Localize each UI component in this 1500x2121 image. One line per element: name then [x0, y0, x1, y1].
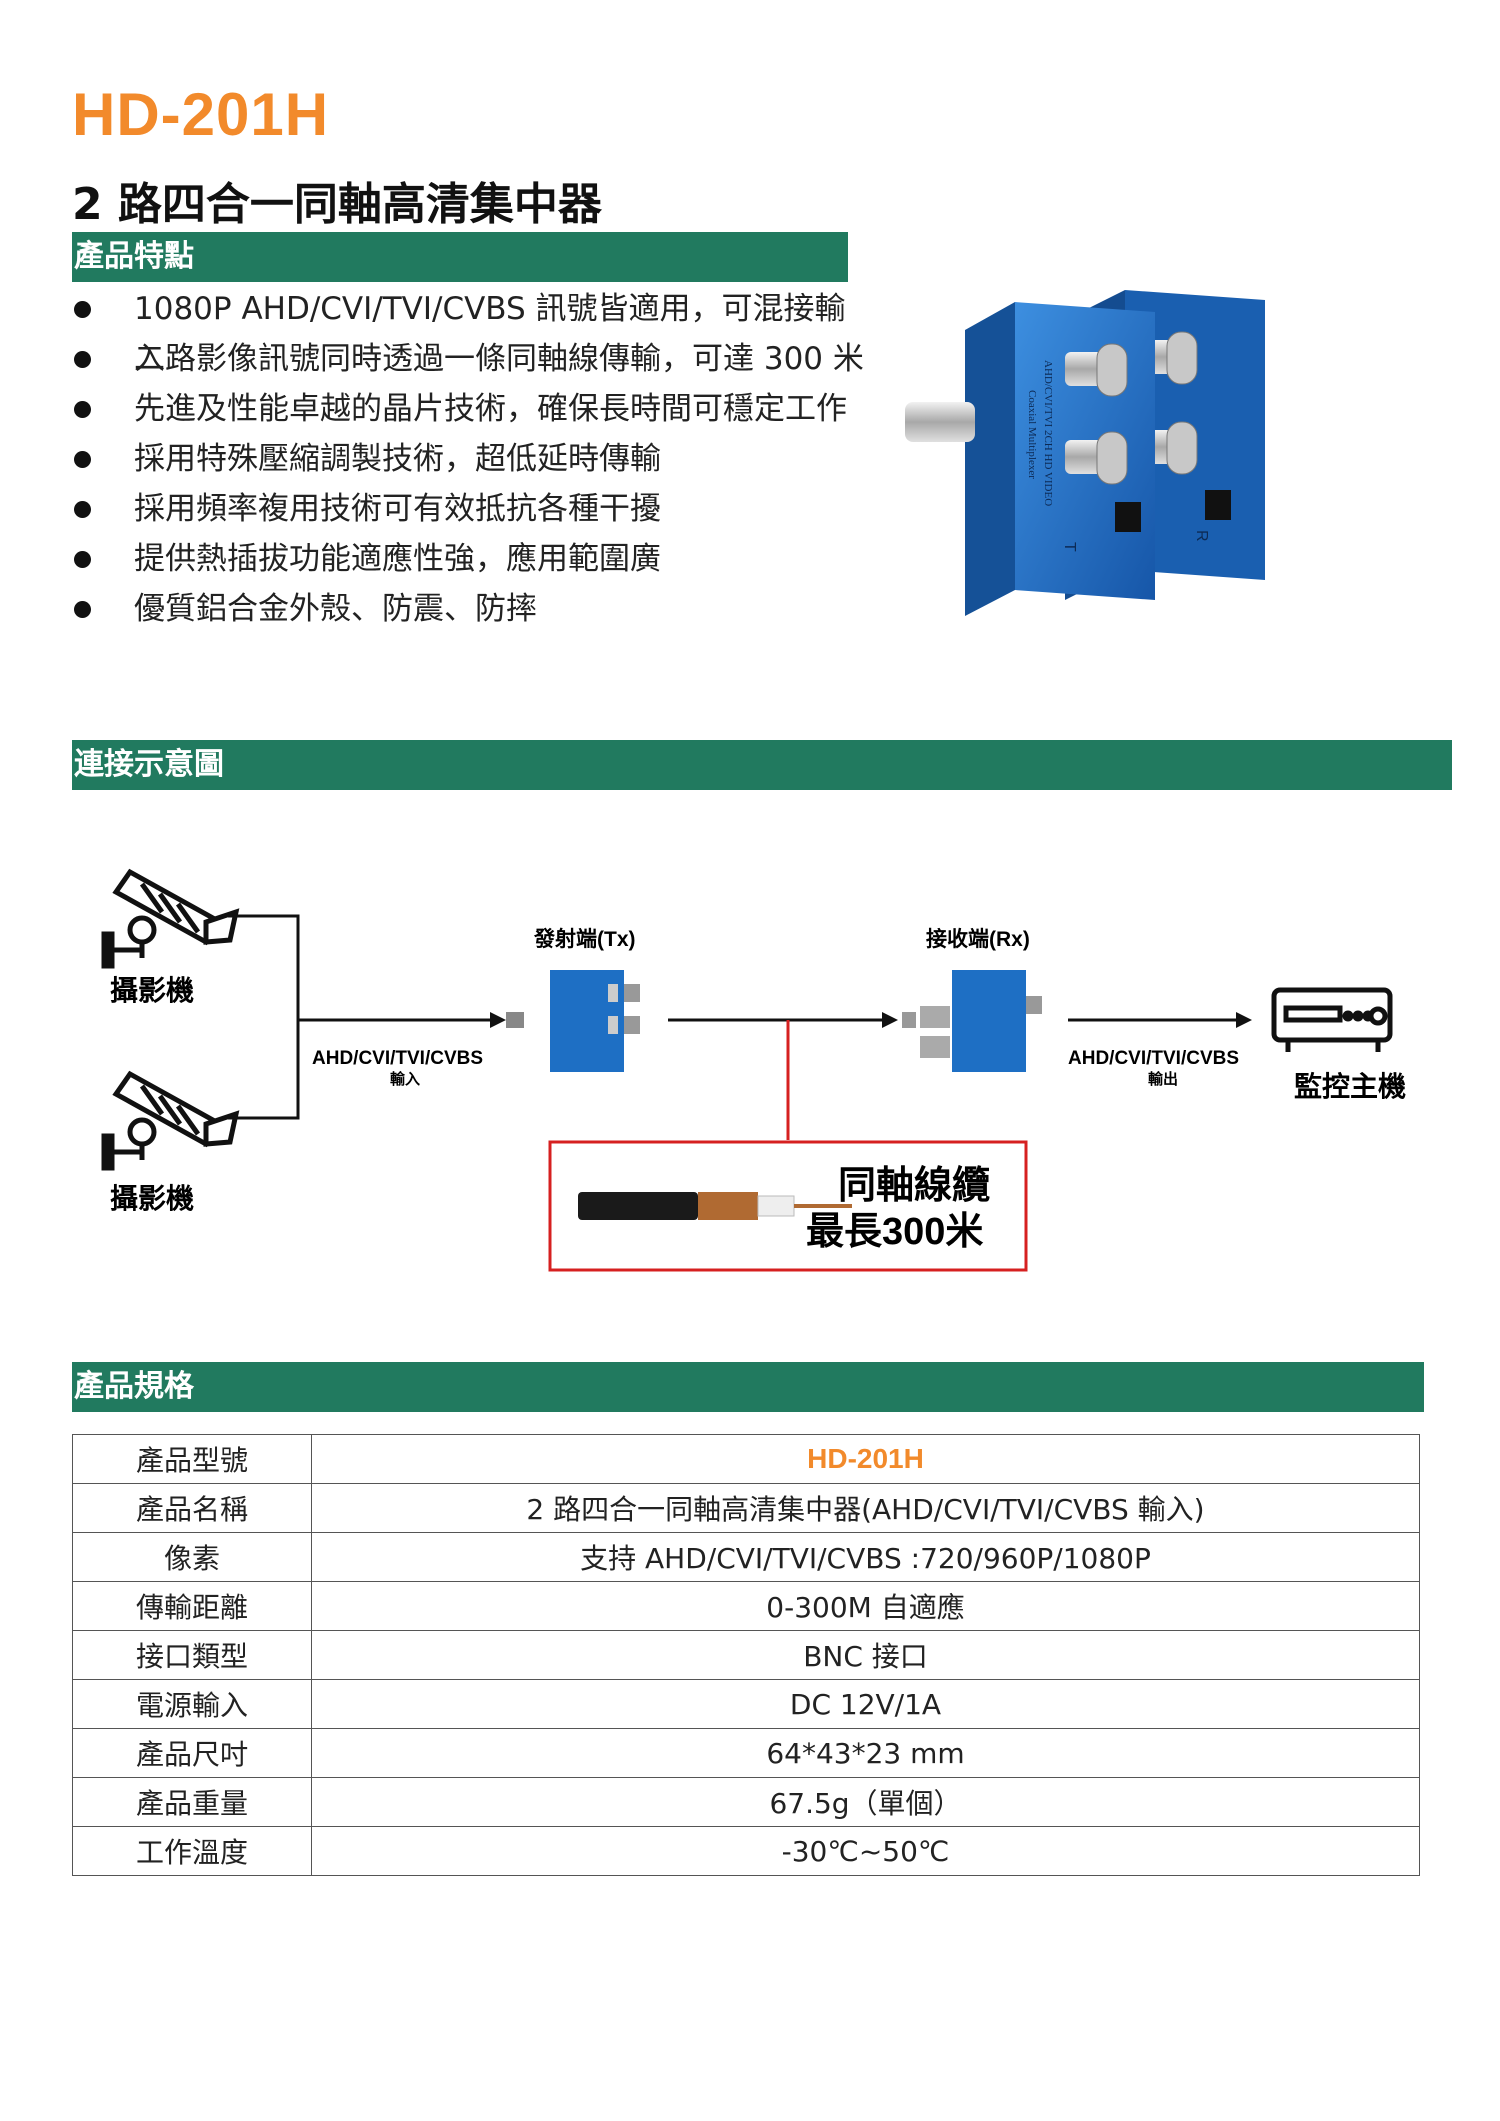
bullet-icon [74, 551, 91, 568]
output-label: AHD/CVI/TVI/CVBS [1068, 1048, 1239, 1069]
features-section-title: 產品特點 [74, 239, 194, 274]
feature-item: 二路影像訊號同時透過一條同軸線傳輸，可達 300 米 [72, 334, 872, 384]
rx-device-icon [902, 970, 1042, 1072]
product-subtitle: 2 路四合一同軸高清集中器 [72, 179, 602, 230]
specs-section-bar: 產品規格 [72, 1362, 1424, 1412]
coax-cable-icon [578, 1192, 852, 1220]
feature-item: 採用頻率複用技術可有效抵抗各種干擾 [72, 484, 872, 534]
model-title: HD-201H [72, 81, 330, 148]
monitor-label: 監控主機 [1294, 1071, 1406, 1102]
product-photo: AHD/CVI/TVI 2CH HD VIDEO Coaxial Multipl… [905, 290, 1265, 616]
feature-item: 優質鋁合金外殼、防震、防摔 [72, 584, 872, 634]
power-jack-icon [1115, 502, 1141, 532]
arrow-right-icon [1236, 1012, 1252, 1028]
feature-item: 1080P AHD/CVI/TVI/CVBS 訊號皆適用，可混接輸入 [72, 284, 872, 377]
output-sub: 輸出 [1148, 1070, 1178, 1088]
device-r-letter: R [1193, 530, 1210, 542]
bullet-icon [74, 451, 91, 468]
device-t-letter: T [1061, 542, 1078, 552]
bullet-icon [74, 501, 91, 518]
camera-wiring [228, 914, 492, 1120]
tx-label: 發射端(Tx) [533, 927, 636, 951]
features-section-bar: 產品特點 [72, 232, 848, 282]
table-row: 工作溫度-30℃~50℃ [72, 1826, 1420, 1876]
bullet-icon [74, 351, 91, 368]
connection-diagram: 攝影機 攝影機 AHD/CVI/TVI/CVBS 輸入 發射端(Tx) 接收端(… [101, 868, 1406, 1272]
camera-icon [101, 1070, 240, 1171]
model-value: HD-201H [311, 1434, 1420, 1484]
feature-item: 先進及性能卓越的晶片技術，確保長時間可穩定工作 [72, 384, 872, 434]
feature-list: 1080P AHD/CVI/TVI/CVBS 訊號皆適用，可混接輸入 二路影像訊… [72, 284, 872, 634]
table-row: 像素支持 AHD/CVI/TVI/CVBS :720/960P/1080P [72, 1532, 1420, 1582]
tx-device-icon [506, 970, 640, 1072]
input-sub: 輸入 [390, 1070, 420, 1088]
device-t-sub: Coaxial Multiplexer [1026, 390, 1038, 479]
camera-label-1: 攝影機 [110, 975, 194, 1006]
bullet-icon [74, 401, 91, 418]
bnc-connector-icon [905, 402, 975, 442]
specs-section-title: 產品規格 [74, 1369, 194, 1404]
arrow-right-icon [490, 1012, 506, 1028]
power-jack-icon [1205, 490, 1231, 520]
bullet-icon [74, 301, 91, 318]
feature-item: 提供熱插拔功能適應性強，應用範圍廣 [72, 534, 872, 584]
camera-label-2: 攝影機 [110, 1183, 194, 1214]
bnc-connector-icon [1065, 440, 1105, 474]
diagram-section-bar: 連接示意圖 [72, 740, 1452, 790]
bnc-connector-icon [1065, 352, 1105, 386]
device-t-text: AHD/CVI/TVI 2CH HD VIDEO [1042, 360, 1054, 506]
rx-label: 接收端(Rx) [926, 927, 1030, 951]
camera-icon [101, 868, 240, 969]
cable-line-1: 同軸線纜 [838, 1165, 990, 1207]
feature-item: 採用特殊壓縮調製技術，超低延時傳輸 [72, 434, 872, 484]
input-label: AHD/CVI/TVI/CVBS [312, 1048, 483, 1069]
cable-line-2: 最長300米 [806, 1211, 983, 1253]
bullet-icon [74, 601, 91, 618]
transmitter-device: AHD/CVI/TVI 2CH HD VIDEO Coaxial Multipl… [905, 302, 1155, 616]
diagram-section-title: 連接示意圖 [74, 747, 224, 782]
arrow-right-icon [882, 1012, 898, 1028]
dvr-icon [1271, 987, 1393, 1052]
